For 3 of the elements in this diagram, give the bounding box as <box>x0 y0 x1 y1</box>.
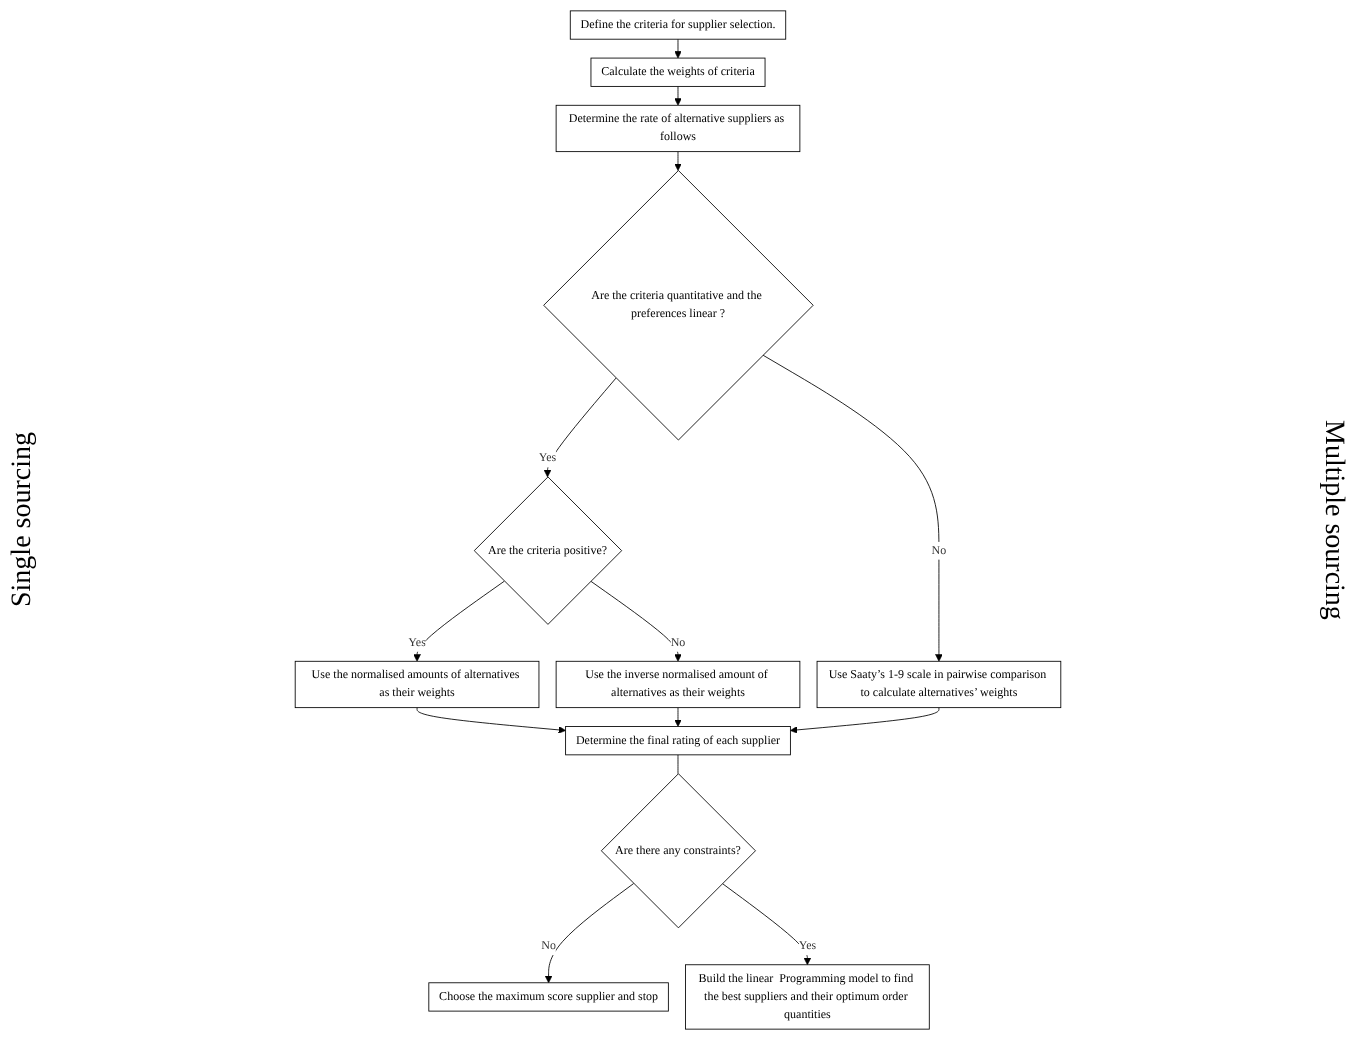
connector <box>677 754 679 775</box>
side-label: Multiple sourcing <box>1316 420 1350 620</box>
side-label: Single sourcing <box>6 432 40 608</box>
